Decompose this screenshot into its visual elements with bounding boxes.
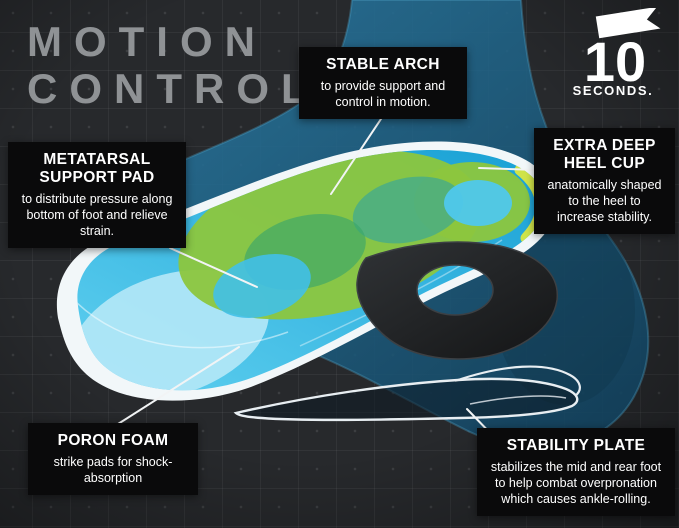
- callout-stable-arch: STABLE ARCH to provide support and contr…: [299, 47, 467, 119]
- heel-cushion-teal: [444, 180, 512, 226]
- stability-plate-heel-ridge: [454, 365, 581, 397]
- callout-extra-deep-heel-cup: EXTRA DEEP HEEL CUP anatomically shaped …: [534, 128, 675, 234]
- leader-line-poron: [117, 346, 240, 425]
- callout-stable-arch-body: to provide support and control in motion…: [320, 78, 446, 109]
- title-line-2: CONTROL: [27, 65, 319, 113]
- stability-plate-inner-line: [469, 395, 567, 405]
- leader-line-heel-cup: [478, 167, 538, 171]
- stability-plate-graphic: [233, 365, 581, 422]
- title-line-1: MOTION: [27, 18, 267, 65]
- brand-logo: 10 SECONDS.: [563, 6, 663, 98]
- page-title: MOTION CONTROL: [27, 18, 319, 112]
- carbon-heel-cup: [356, 241, 558, 360]
- leader-line-stable-arch: [330, 115, 384, 195]
- flag-icon: [595, 6, 661, 39]
- leader-line-metatarsal: [169, 247, 258, 288]
- callout-metatarsal-body: to distribute pressure along bottom of f…: [21, 191, 173, 238]
- callout-poron-foam: PORON FOAM strike pads for shock-absorpt…: [28, 423, 198, 495]
- callout-metatarsal-support-pad: METATARSAL SUPPORT PAD to distribute pre…: [8, 142, 186, 248]
- callout-heel-cup-heading: EXTRA DEEP HEEL CUP: [553, 137, 656, 172]
- leader-lines: [117, 115, 538, 441]
- callout-poron-body: strike pads for shock-absorption: [53, 454, 173, 485]
- callout-stability-plate: STABILITY PLATE stabilizes the mid and r…: [477, 428, 675, 516]
- brand-number: 10: [584, 30, 646, 84]
- callout-heel-cup-body: anatomically shaped to the heel to incre…: [547, 177, 662, 224]
- callout-poron-heading: PORON FOAM: [57, 432, 169, 449]
- contour-line-1: [77, 297, 289, 349]
- callout-stability-plate-body: stabilizes the mid and rear foot to help…: [490, 459, 662, 506]
- callout-stable-arch-heading: STABLE ARCH: [326, 56, 440, 73]
- callout-metatarsal-heading: METATARSAL SUPPORT PAD: [39, 151, 155, 186]
- arch-blob-teal: [352, 176, 464, 244]
- metatarsal-pad-highlight: [213, 254, 311, 318]
- brand-name: SECONDS.: [572, 83, 654, 98]
- callout-stability-plate-heading: STABILITY PLATE: [506, 437, 646, 454]
- stability-plate-outline: [233, 377, 579, 422]
- brand-logo-mark: 10: [584, 6, 661, 93]
